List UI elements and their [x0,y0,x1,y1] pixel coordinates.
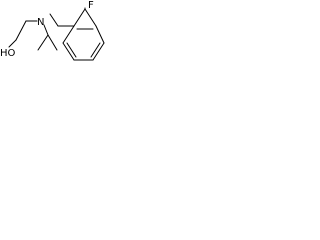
bond-ipr-me1 [37,34,49,51]
structural-formula: HO N F [0,0,105,61]
bond-n-ch2 [49,13,59,27]
fluorine-label: F [88,0,94,11]
bond-c1-c2 [15,20,27,41]
ring-bond-2 [84,8,97,27]
ring-double-3 [90,42,101,58]
ring-bond-4 [92,42,105,61]
ring-bond-1 [73,8,86,27]
bond-ipr-me2 [47,34,58,51]
ring-bond-6 [62,42,75,61]
nitrogen-label: N [37,17,44,28]
bond-n-ipr [43,24,49,36]
ring-bond-7 [62,25,75,44]
hydroxyl-label: HO [0,48,16,59]
bond-lines [8,7,105,61]
ring-bond-3 [95,25,105,44]
ring-double-2 [66,42,77,58]
bond-oh-c1 [8,39,17,48]
